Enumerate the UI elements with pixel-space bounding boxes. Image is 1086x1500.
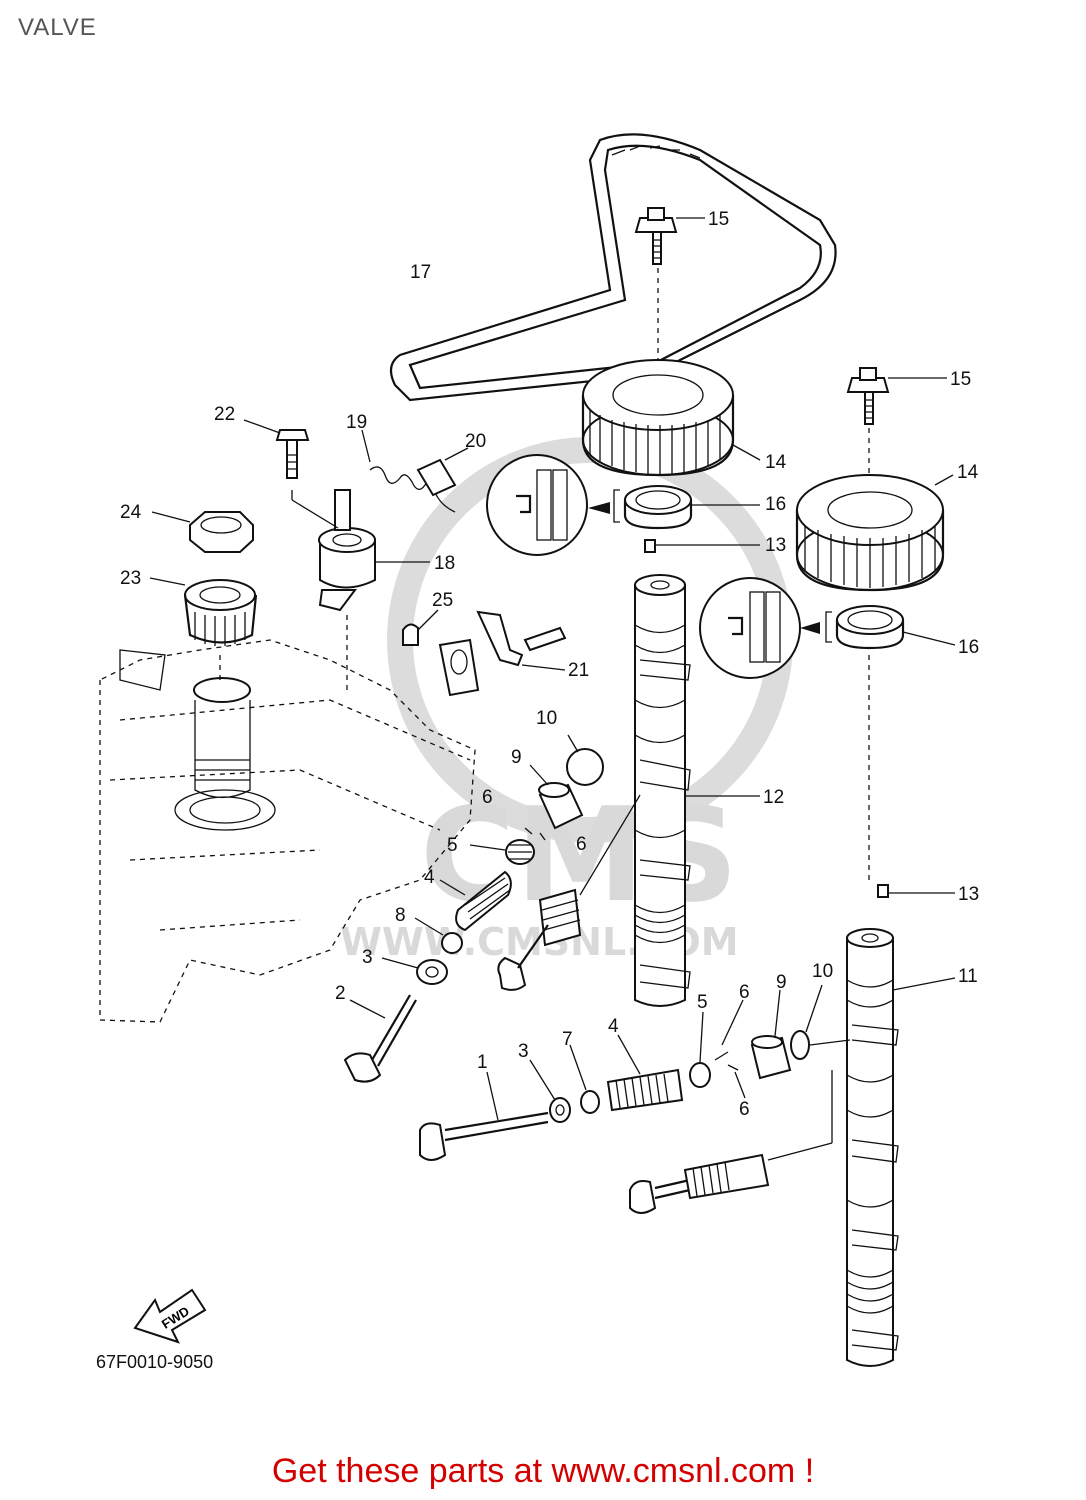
callout-6-a: 6 xyxy=(482,787,493,808)
key-25 xyxy=(402,609,439,646)
callout-7: 7 xyxy=(562,1029,573,1050)
callout-3-right: 3 xyxy=(518,1041,529,1062)
callout-6-b: 6 xyxy=(576,834,587,855)
callout-6-d: 6 xyxy=(739,1099,750,1120)
callout-13-top: 13 xyxy=(765,535,786,556)
timing-belt xyxy=(389,133,837,402)
callout-9-right: 9 xyxy=(776,972,787,993)
bolt-22 xyxy=(243,419,339,529)
callout-6-c: 6 xyxy=(739,982,750,1003)
callout-23: 23 xyxy=(120,568,141,589)
callout-20: 20 xyxy=(465,431,486,452)
callout-4-left: 4 xyxy=(424,867,435,888)
callout-22: 22 xyxy=(214,404,235,425)
callout-2: 2 xyxy=(335,983,346,1004)
callout-21: 21 xyxy=(568,660,589,681)
callout-labels: 15 17 15 22 19 20 14 14 16 24 13 18 23 2… xyxy=(120,209,979,1120)
callout-14-top: 14 xyxy=(765,452,787,473)
callout-25: 25 xyxy=(432,590,453,611)
valve-train-right xyxy=(419,984,851,1214)
callout-10-left: 10 xyxy=(536,708,557,729)
drive-pulley-23 xyxy=(149,577,258,680)
footer-parts-link[interactable]: Get these parts at www.cmsnl.com ! xyxy=(271,1452,815,1490)
callout-16-right: 16 xyxy=(958,637,979,658)
camshaft-11 xyxy=(846,884,956,1367)
callout-5-left: 5 xyxy=(447,835,458,856)
cam-pulley-14-right xyxy=(795,474,954,592)
camshaft-12 xyxy=(634,539,760,1007)
callout-3-left: 3 xyxy=(362,947,373,968)
fwd-arrow-icon: FWD xyxy=(133,1288,207,1344)
callout-18: 18 xyxy=(434,553,455,574)
callout-9-left: 9 xyxy=(511,747,522,768)
callout-15-right: 15 xyxy=(950,369,971,390)
lock-nut-24 xyxy=(151,511,254,553)
detail-seal-right xyxy=(699,577,956,880)
callout-10-right: 10 xyxy=(812,961,833,982)
callout-14-right: 14 xyxy=(957,462,979,483)
collar-20 xyxy=(416,447,469,497)
callout-12: 12 xyxy=(763,787,784,808)
detail-seal-top xyxy=(486,454,760,556)
callout-1: 1 xyxy=(477,1052,488,1073)
bolt-15-top xyxy=(634,207,705,400)
cam-pulley-14-top xyxy=(581,359,761,477)
callout-4-right: 4 xyxy=(608,1016,619,1037)
callout-13-right: 13 xyxy=(958,884,979,905)
page-title: VALVE xyxy=(18,14,97,41)
cylinder-head xyxy=(99,639,476,1023)
callout-16-top: 16 xyxy=(765,494,786,515)
callout-8: 8 xyxy=(395,905,406,926)
bracket-21 xyxy=(438,610,567,697)
callout-15-top: 15 xyxy=(708,209,729,230)
callout-17: 17 xyxy=(410,262,431,283)
callout-11: 11 xyxy=(958,966,978,987)
callout-24: 24 xyxy=(120,502,142,523)
tensioner-18 xyxy=(318,489,430,690)
callout-5-right: 5 xyxy=(697,992,708,1013)
diagram-part-code: 67F0010-9050 xyxy=(96,1352,214,1372)
bolt-15-right xyxy=(846,367,947,520)
valve-train-left xyxy=(343,734,641,1083)
callout-19: 19 xyxy=(346,412,367,433)
